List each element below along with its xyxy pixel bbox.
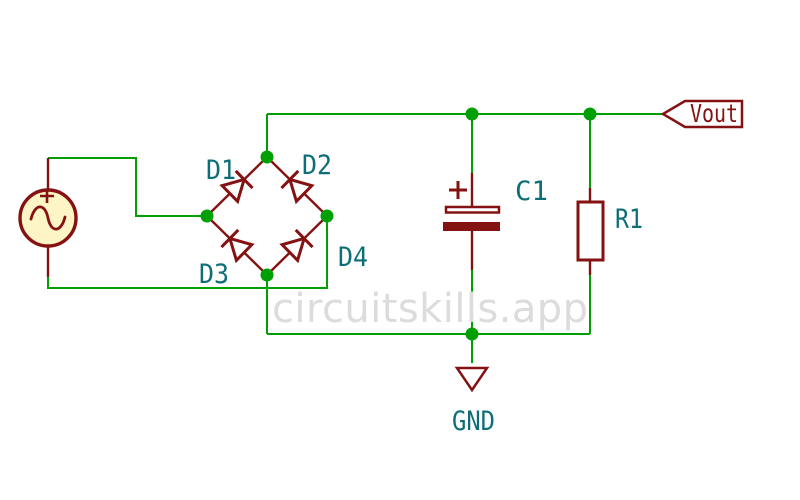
sine-wave-icon	[29, 205, 67, 231]
resistor-r1-label: R1	[615, 204, 643, 235]
diode-d4[interactable]	[279, 228, 314, 264]
ac-source-symbol[interactable]	[18, 158, 78, 277]
junction-dot	[465, 327, 479, 341]
c1-positive-plate-icon	[444, 205, 501, 214]
gnd-triangle-icon	[454, 366, 490, 393]
diode-triangle-icon	[279, 236, 307, 264]
junction-dot	[200, 209, 214, 223]
diode-triangle-icon	[227, 236, 255, 264]
wire-source-bottom-to-bridge-right[interactable]	[47, 216, 328, 289]
capacitor-c1[interactable]: C1	[443, 173, 548, 270]
junction-dot	[583, 107, 597, 121]
vout-flag-outline-icon	[660, 99, 744, 129]
capacitor-c1-label: C1	[515, 176, 548, 207]
gnd-label: GND	[452, 406, 495, 437]
junction-dots	[200, 107, 597, 341]
resistor-r1[interactable]: R1	[576, 188, 643, 275]
resistor-body-icon	[576, 200, 605, 262]
vout-label: Vout	[690, 99, 738, 128]
junction-dot	[465, 107, 479, 121]
diode-bridge: D1 D2 D3 D4	[199, 150, 368, 290]
diode-triangle-icon	[219, 177, 247, 205]
diode-d1-label: D1	[206, 155, 236, 186]
watermark: circuitskills.app	[272, 286, 588, 332]
junction-dot	[260, 150, 274, 164]
c1-plus-icon	[449, 181, 467, 199]
junction-dot	[260, 268, 274, 282]
gnd-symbol[interactable]: GND	[452, 366, 495, 437]
diode-triangle-icon	[287, 177, 315, 205]
diode-cathode-bar-icon	[220, 228, 240, 249]
diode-d1[interactable]	[219, 169, 254, 205]
diode-d2-label: D2	[302, 150, 332, 181]
junction-dot	[320, 209, 334, 223]
diode-d3-label: D3	[199, 259, 229, 290]
wire-source-top-to-bridge-left[interactable]	[48, 157, 207, 217]
diode-cathode-bar-icon	[234, 169, 254, 190]
diode-cathode-bar-icon	[294, 228, 314, 249]
diode-d3[interactable]	[220, 228, 255, 264]
diode-cathode-bar-icon	[280, 169, 300, 190]
vout-flag[interactable]: Vout	[660, 99, 744, 129]
diode-d4-label: D4	[338, 242, 368, 273]
ac-source-plus-icon	[40, 189, 54, 203]
diode-d2[interactable]	[280, 169, 315, 205]
c1-negative-plate-icon	[443, 222, 500, 231]
